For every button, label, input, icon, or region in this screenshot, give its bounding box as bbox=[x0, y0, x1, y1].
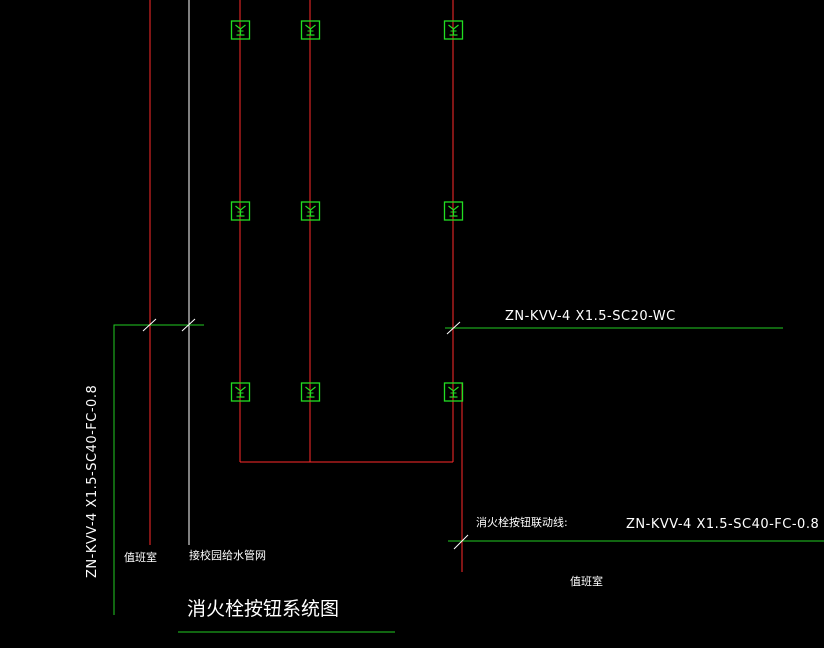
label-water-supply: 接校园给水管网 bbox=[189, 548, 266, 562]
label-link-line: 消火栓按钮联动线: bbox=[476, 515, 568, 529]
diagram-title: 消火栓按钮系统图 bbox=[187, 598, 339, 620]
tick-right-top bbox=[446, 321, 461, 335]
cable-label-right-top: ZN-KVV-4 X1.5-SC20-WC bbox=[505, 309, 676, 324]
cable-label-left: ZN-KVV-4 X1.5-SC40-FC-0.8 bbox=[85, 385, 100, 578]
tick-left-2 bbox=[181, 318, 196, 332]
green-cable-left bbox=[113, 324, 204, 615]
tick-left-1 bbox=[142, 318, 157, 332]
tick-right-bottom bbox=[453, 534, 469, 550]
label-duty-room-right: 值班室 bbox=[570, 574, 603, 588]
cable-label-right-bottom: ZN-KVV-4 X1.5-SC40-FC-0.8 bbox=[626, 517, 819, 532]
label-duty-room-left: 值班室 bbox=[124, 550, 157, 564]
